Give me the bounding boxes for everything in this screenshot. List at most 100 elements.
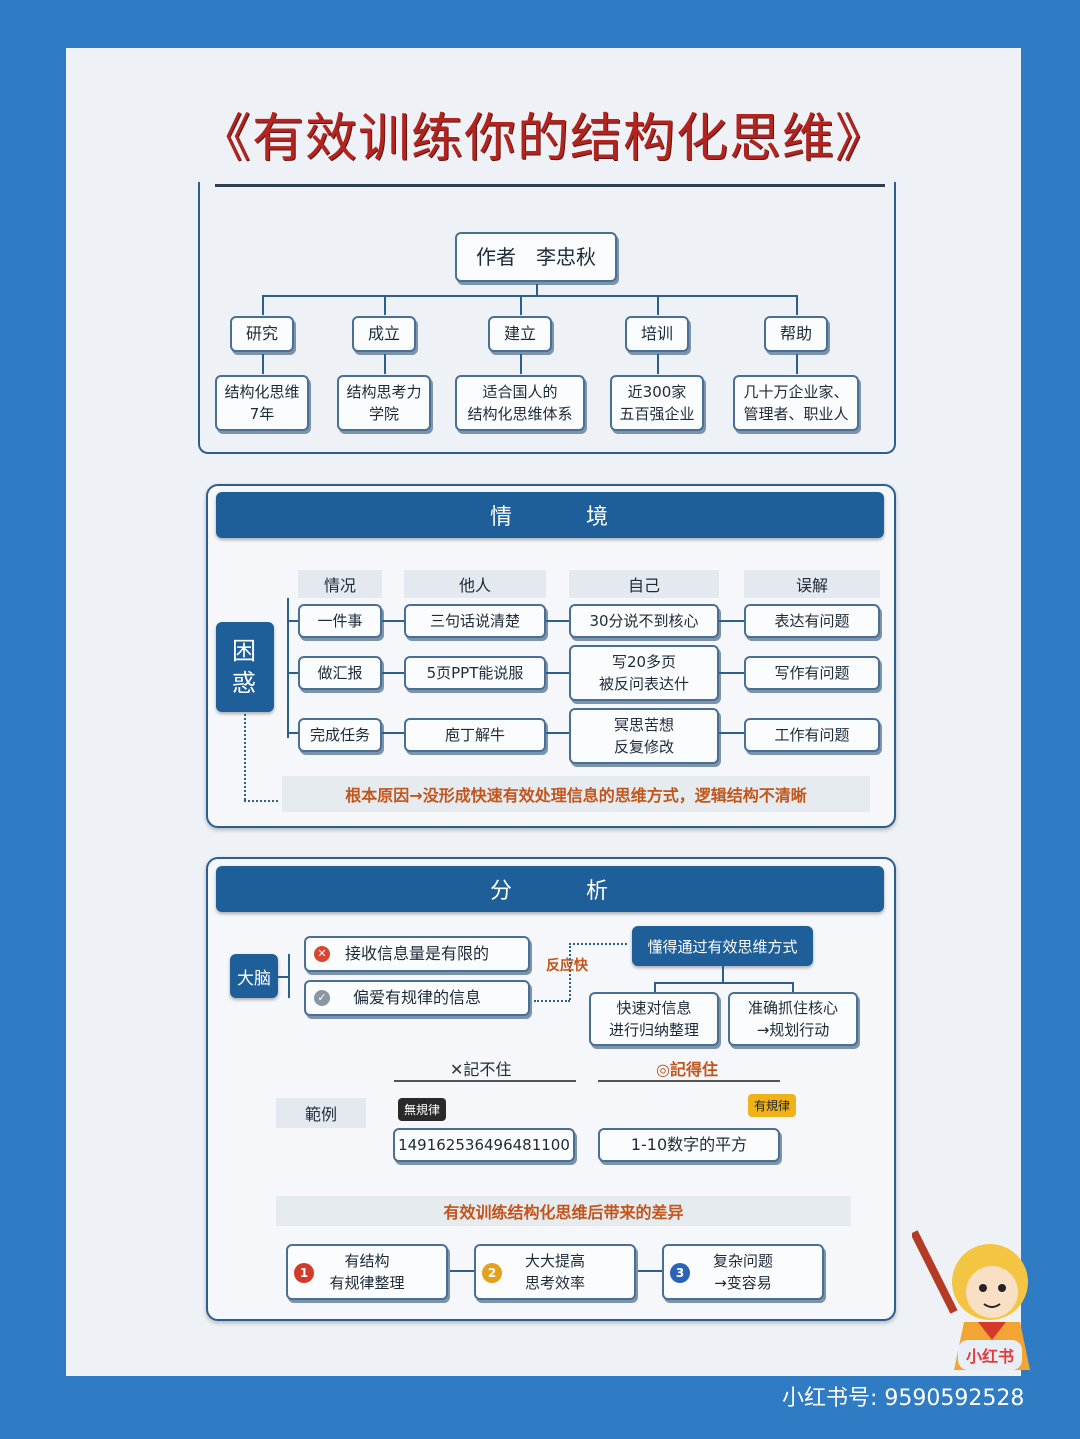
example-label: 範例 [276, 1098, 366, 1128]
can-remember-label: ◎記得住 [656, 1060, 718, 1079]
analysis-header: 分 析 [216, 866, 884, 912]
connector [382, 620, 404, 622]
x-icon: ✕ [314, 946, 330, 962]
connector [722, 966, 724, 982]
logo-badge: 小红书 [958, 1340, 1023, 1370]
connector [262, 295, 264, 315]
connector [382, 732, 404, 734]
author-branch-label: 建立 [488, 316, 552, 352]
connector [792, 982, 794, 992]
situation-cell: 完成任务 [298, 718, 382, 752]
diff-title: 有效训练结构化思维后带来的差异 [276, 1196, 851, 1226]
method-child-1: 快速对信息 进行归纳整理 [589, 992, 719, 1046]
number-badge: 2 [482, 1263, 502, 1283]
cannot-remember-label: ✕記不住 [450, 1060, 512, 1079]
connector [520, 295, 522, 315]
check-icon: ✓ [314, 990, 330, 1006]
react-label: 反应快 [546, 958, 588, 974]
situation-cell: 写作有问题 [744, 656, 880, 690]
react-arrow [569, 943, 571, 1000]
connector [796, 295, 798, 315]
author-branch-detail: 近300家 五百强企业 [610, 375, 704, 431]
divider [598, 1080, 780, 1082]
connector [546, 732, 569, 734]
author-branch-detail: 结构思考力 学院 [337, 375, 431, 431]
author-box: 作者 李忠秋 [455, 232, 617, 282]
situation-cell: 工作有问题 [744, 718, 880, 752]
title-underline [215, 184, 885, 187]
connector [796, 354, 798, 374]
connector [536, 284, 538, 296]
connector [287, 672, 298, 674]
diff-text: 有结构 有规律整理 [329, 1252, 405, 1292]
diff-box: 1 有结构 有规律整理 [286, 1244, 448, 1300]
connector [287, 732, 298, 734]
author-branch-label: 培训 [625, 316, 689, 352]
react-arrow [534, 1000, 570, 1002]
column-header: 情况 [298, 570, 382, 598]
connector [719, 620, 744, 622]
brain-item-2: ✓ 偏爱有规律的信息 [304, 980, 530, 1016]
diff-box: 3 复杂问题 →变容易 [662, 1244, 824, 1300]
brain-item-1: ✕ 接收信息量是有限的 [304, 936, 530, 972]
author-branch-detail: 几十万企业家、 管理者、职业人 [733, 375, 859, 431]
page-title: 《有效训练你的结构化思维》 [198, 109, 888, 169]
author-branch-detail: 结构化思维 7年 [215, 375, 309, 431]
root-cause-arrow [244, 714, 248, 800]
author-branch-label: 帮助 [764, 316, 828, 352]
situation-cell: 庖丁解牛 [404, 718, 546, 752]
connector [287, 598, 289, 738]
author-branch-label: 成立 [352, 316, 416, 352]
root-cause-text: 根本原因→没形成快速有效处理信息的思维方式，逻辑结构不清晰 [282, 776, 870, 812]
connector [384, 354, 386, 374]
connector [636, 1270, 662, 1272]
connector [384, 295, 386, 315]
divider [394, 1080, 576, 1082]
regular-tag: 有規律 [748, 1094, 797, 1117]
connector [262, 295, 797, 297]
author-branch-detail: 适合国人的 结构化思维体系 [455, 375, 585, 431]
number-badge: 3 [670, 1263, 690, 1283]
brain-label: 大脑 [230, 954, 278, 998]
column-header: 他人 [404, 570, 546, 598]
irregular-value: 149162536496481100 [393, 1128, 575, 1162]
connector [719, 732, 744, 734]
connector [657, 354, 659, 374]
connector [382, 672, 404, 674]
connector [278, 976, 288, 978]
number-badge: 1 [294, 1263, 314, 1283]
method-box: 懂得通过有效思维方式 [632, 926, 813, 966]
situation-cell: 表达有问题 [744, 604, 880, 638]
column-header: 自己 [569, 570, 719, 598]
diff-text: 复杂问题 →变容易 [712, 1252, 773, 1292]
connector [448, 1270, 474, 1272]
react-arrow [569, 943, 627, 945]
connector [657, 295, 659, 315]
watermark-text: 小红书号: 9590592528 [782, 1386, 1025, 1411]
method-child-2: 准确抓住核心 →规划行动 [728, 992, 858, 1046]
confusion-label: 困 惑 [216, 622, 274, 712]
connector [287, 620, 298, 622]
connector [262, 354, 264, 374]
situation-cell: 30分说不到核心 [569, 604, 719, 638]
connector [546, 672, 569, 674]
author-section [198, 182, 896, 454]
connector [546, 620, 569, 622]
connector [719, 672, 744, 674]
target-icon: ◎ [656, 1060, 670, 1079]
situation-cell: 三句话说清楚 [404, 604, 546, 638]
author-branch-label: 研究 [230, 316, 294, 352]
situation-cell: 冥思苦想 反复修改 [569, 708, 719, 764]
regular-value: 1-10数字的平方 [598, 1128, 780, 1162]
situation-cell: 做汇报 [298, 656, 382, 690]
root-cause-arrow [244, 800, 278, 802]
situation-cell: 写20多页 被反问表达什 [569, 645, 719, 701]
connector [654, 982, 656, 992]
column-header: 误解 [744, 570, 880, 598]
connector [288, 954, 290, 998]
x-icon: ✕ [450, 1060, 464, 1079]
situation-cell: 5页PPT能说服 [404, 656, 546, 690]
diff-text: 大大提高 思考效率 [524, 1252, 585, 1292]
situation-header: 情 境 [216, 492, 884, 538]
connector [654, 982, 794, 984]
